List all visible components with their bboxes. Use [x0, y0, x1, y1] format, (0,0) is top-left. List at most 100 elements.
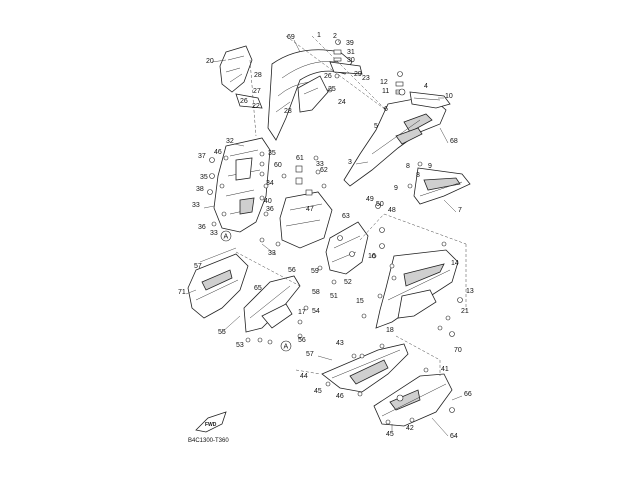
callout-label: 24 [338, 99, 346, 106]
guide-line [359, 213, 467, 310]
headlight-bracket [317, 203, 385, 285]
callout-label: 70 [454, 347, 462, 354]
callout-label: 27 [253, 88, 261, 95]
callout-label: 45 [314, 388, 322, 395]
callout-label: 33 [316, 161, 324, 168]
inner-frame-bracket [213, 137, 271, 233]
guide-line [249, 59, 257, 137]
callout-label: 48 [388, 207, 396, 214]
callout-label: 17 [298, 309, 306, 316]
callout-label: 9 [428, 163, 432, 170]
callout-label: 37 [198, 153, 206, 160]
forward-label: FWD [205, 422, 217, 428]
callout-label: 28 [254, 72, 262, 79]
callout-label: 16 [368, 253, 376, 260]
callout-label: 33 [268, 250, 276, 257]
callout-label: 8 [406, 163, 410, 170]
callout-label: 15 [356, 298, 364, 305]
fastener-column-left [207, 151, 269, 243]
callout-label: 41 [441, 366, 449, 373]
ref-marker-a-bottom: A [280, 340, 292, 352]
callout-label: 64 [450, 433, 458, 440]
callout-label: 69 [287, 34, 295, 41]
callout-label: 32 [226, 138, 234, 145]
mid-bracket-set [275, 155, 333, 249]
callout-label: 22 [252, 103, 260, 110]
ref-marker-label: A [224, 234, 229, 241]
callout-label: 35 [200, 174, 208, 181]
callout-label: 44 [300, 373, 308, 380]
callout-label: 49 [366, 196, 374, 203]
callout-label: 46 [336, 393, 344, 400]
callout-label: 62 [320, 167, 328, 174]
left-side-cowl [187, 247, 249, 319]
callout-label: 39 [346, 40, 354, 47]
callout-label: 7 [458, 207, 462, 214]
callout-label: 34 [266, 180, 274, 187]
callout-label: 4 [424, 83, 428, 90]
right-side-fairing [361, 241, 463, 337]
callout-label: 57 [306, 351, 314, 358]
callout-label: 26 [240, 98, 248, 105]
callout-label: 20 [206, 58, 214, 65]
callout-label: 51 [330, 293, 338, 300]
guide-line [285, 35, 387, 111]
callout-label: 38 [196, 186, 204, 193]
callout-label: 13 [466, 288, 474, 295]
callout-label: 66 [464, 391, 472, 398]
under-cowl [321, 343, 409, 397]
upper-side-cowl [343, 88, 451, 187]
callout-label: 46 [214, 149, 222, 156]
callout-label: 63 [342, 213, 350, 220]
callout-label: 21 [461, 308, 469, 315]
guide-line [395, 335, 441, 376]
callout-label: 28 [284, 108, 292, 115]
callout-label: 14 [451, 260, 459, 267]
guide-line [235, 251, 301, 287]
side-vent-panel [407, 161, 471, 205]
callout-label: 10 [445, 93, 453, 100]
callout-label: 68 [450, 138, 458, 145]
guide-line [311, 35, 387, 111]
callout-label: 47 [306, 206, 314, 213]
guide-line [295, 369, 321, 375]
callout-label: 33 [210, 230, 218, 237]
callout-label: 12 [380, 79, 388, 86]
callout-label: 30 [347, 57, 355, 64]
callout-label: 42 [406, 425, 414, 432]
callout-label: 11 [382, 88, 389, 95]
callout-label: 40 [264, 198, 272, 205]
ref-marker-a-top: A [220, 230, 232, 242]
left-lower-panel [243, 275, 309, 345]
callout-label: 35 [268, 150, 276, 157]
callout-label: 26 [324, 73, 332, 80]
callout-label: 52 [344, 279, 352, 286]
callout-label: 53 [236, 342, 244, 349]
callout-label: 18 [386, 327, 394, 334]
callout-label: 36 [198, 224, 206, 231]
callout-label: 56 [288, 267, 296, 274]
callout-label: 56 [298, 337, 306, 344]
callout-label: 2 [333, 33, 337, 40]
callout-label: 6 [384, 106, 388, 113]
callout-label: 3 [348, 159, 352, 166]
callout-label: 60 [274, 162, 282, 169]
callout-label: 43 [336, 340, 344, 347]
callout-label: 45 [386, 431, 394, 438]
callout-label: 57 [194, 263, 202, 270]
upper-left-bracket [219, 45, 263, 109]
callout-label: 61 [296, 155, 304, 162]
callout-label: 71 [178, 289, 186, 296]
callout-label: 50 [376, 201, 384, 208]
callout-label: 65 [254, 285, 262, 292]
callout-label: 31 [347, 49, 355, 56]
callout-label: 23 [362, 75, 370, 82]
front-fender-assembly [267, 49, 363, 141]
callout-label: 25 [328, 86, 336, 93]
callout-label: 9 [394, 185, 398, 192]
callout-label: 36 [266, 206, 274, 213]
lower-side-panel [373, 367, 455, 427]
diagram-code: B4C1300-T360 [188, 438, 229, 444]
ref-marker-label: A [284, 344, 289, 351]
